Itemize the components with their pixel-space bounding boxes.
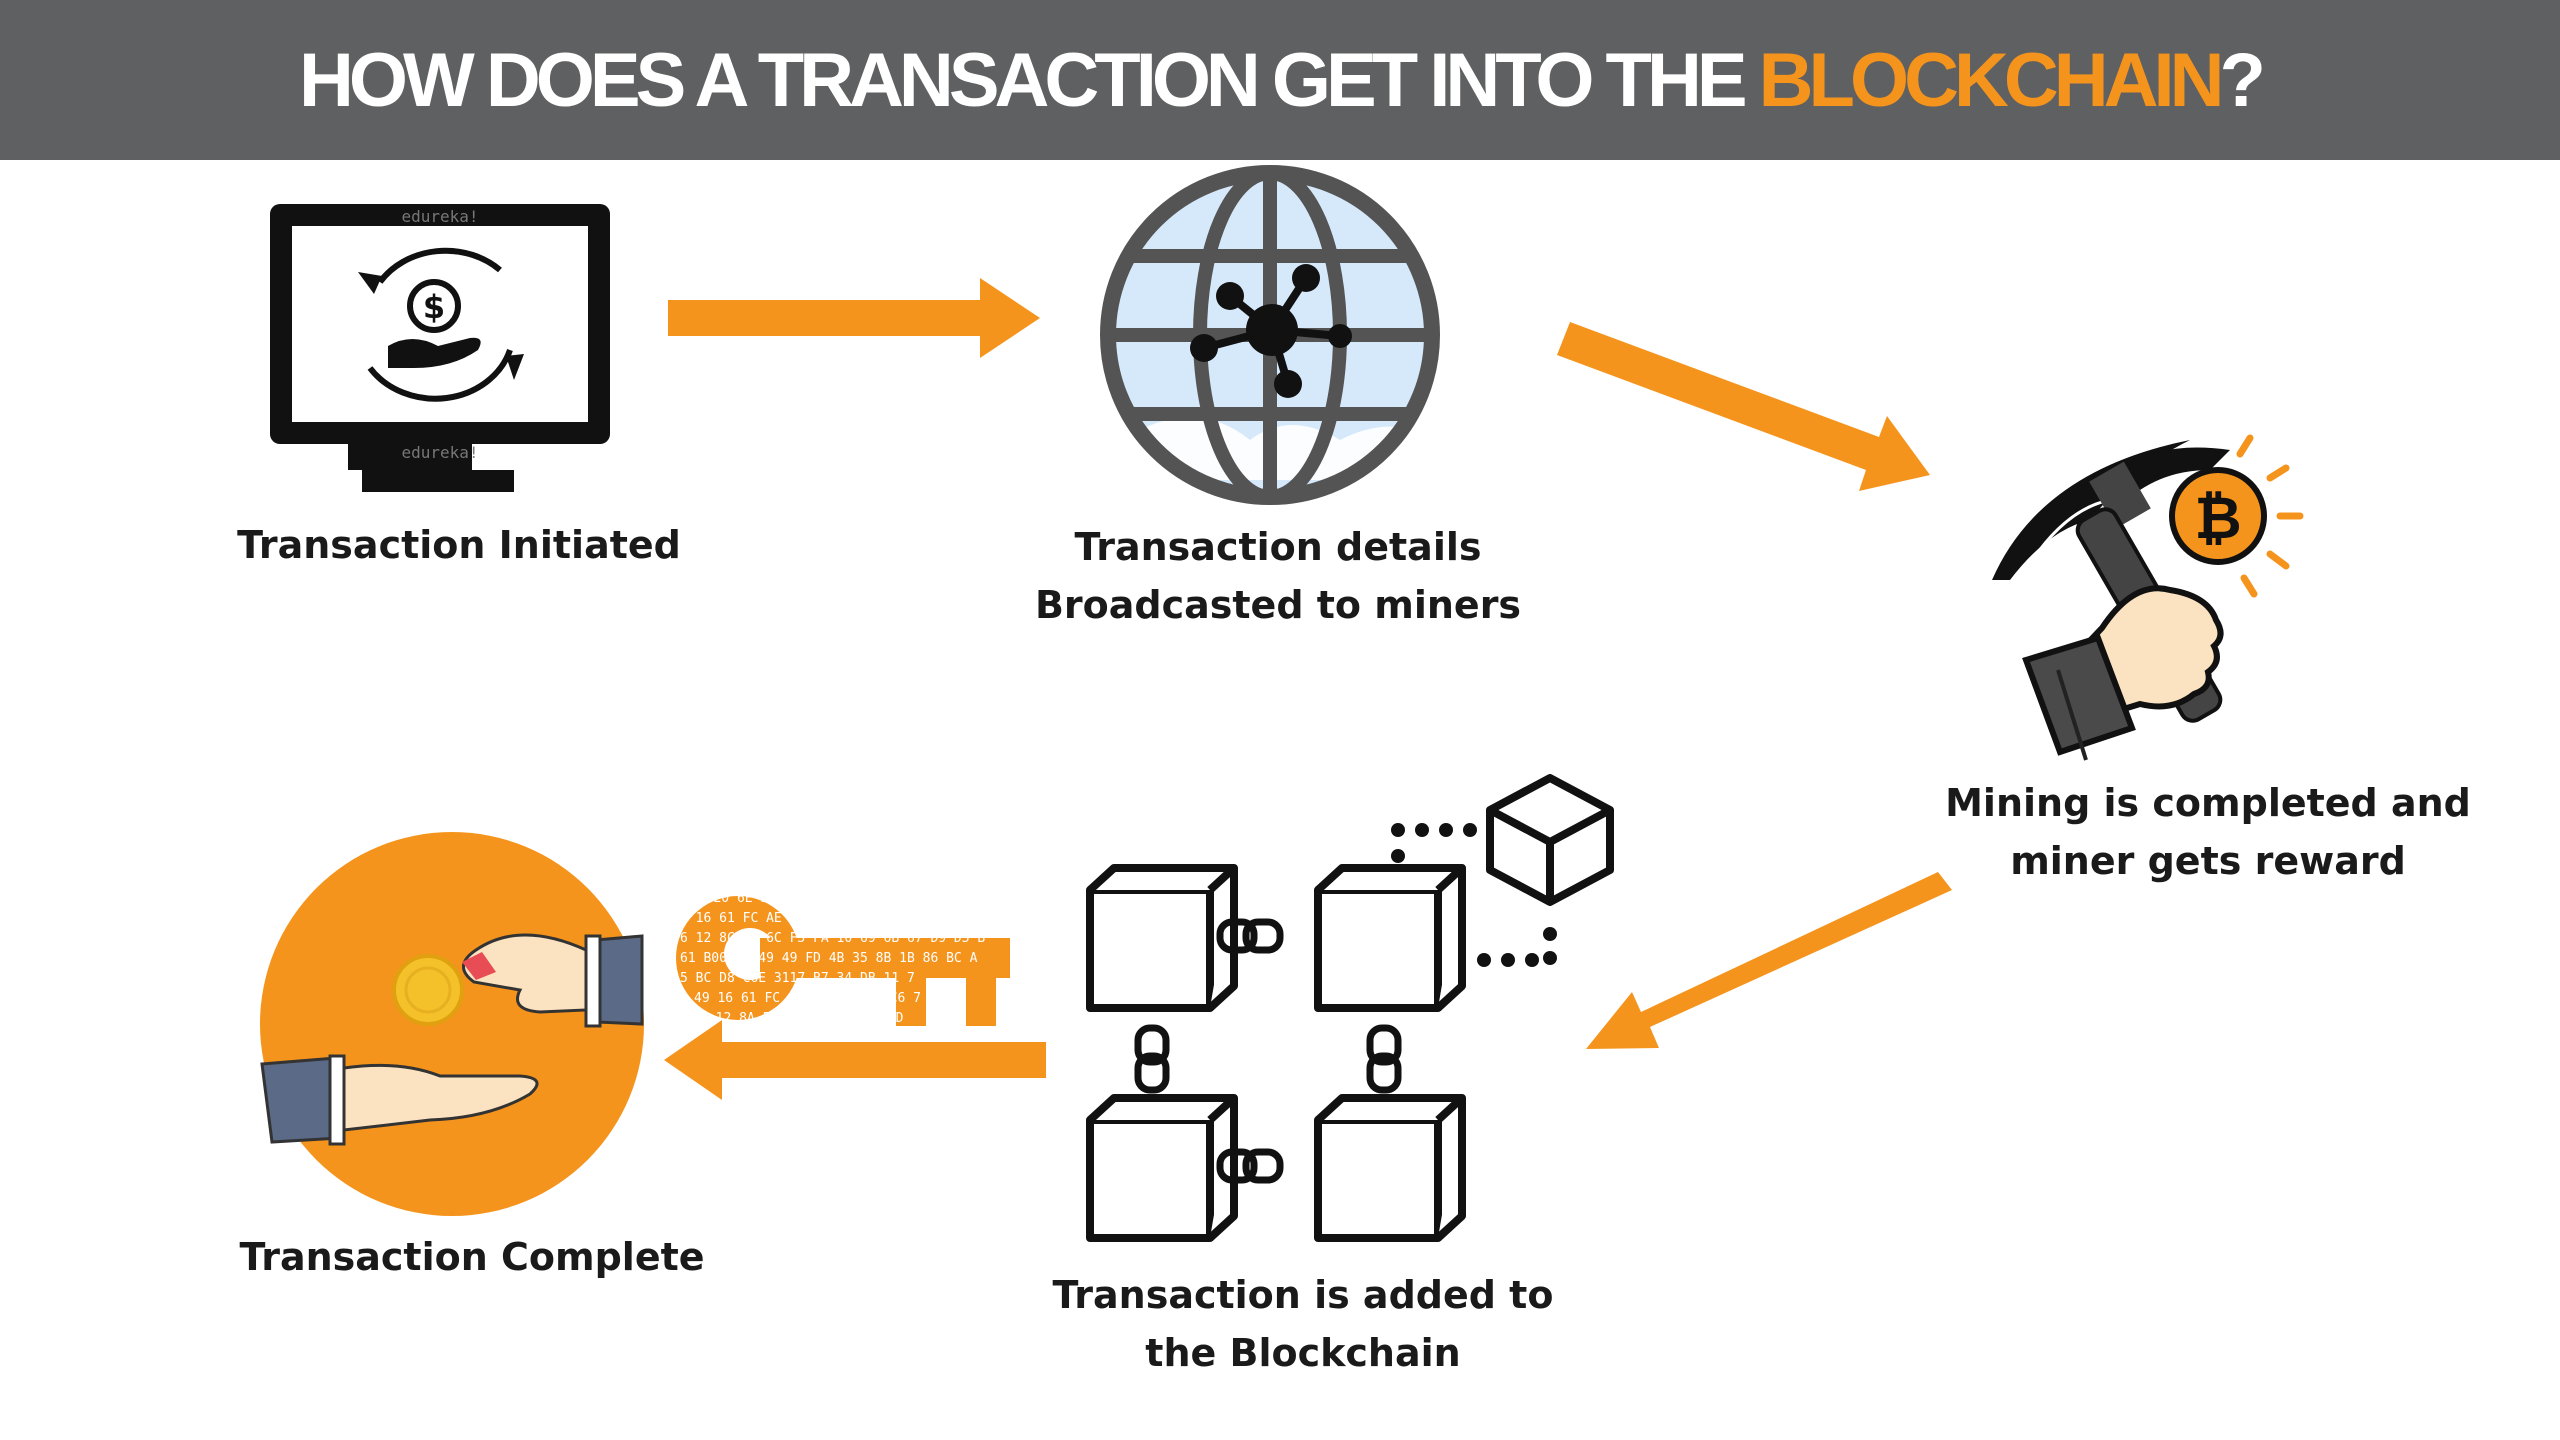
key-hex-row: 9 16 61 FC AE FA 7F xyxy=(680,911,829,926)
title-accent: BLOCKCHAIN xyxy=(1758,37,2225,123)
key-hex-row: 6 12 8A E7 B 10 69 67 D9 D xyxy=(700,1011,904,1026)
floating-block xyxy=(1486,774,1614,906)
coin-exchange-icon xyxy=(260,832,644,1216)
dollar-sign-text: $ xyxy=(423,288,445,326)
step-label-added-line1: Transaction is added to xyxy=(1053,1273,1554,1317)
title-prefix: HOW DOES A TRANSACTION GET INTO THE xyxy=(299,37,1759,123)
flow-arrow-4 xyxy=(664,1020,1046,1100)
chain-block xyxy=(1086,864,1238,1012)
flow-arrow-3 xyxy=(1586,872,1952,1049)
flow-arrow-1 xyxy=(668,278,1040,358)
bitcoin-symbol: ₿ xyxy=(2194,484,2241,552)
globe-network-icon xyxy=(1100,165,1440,505)
key-icon: 8 47 0 0B 20 6E 31 17 9 16 61 FC AE FA 7… xyxy=(676,871,1010,1026)
key-hex-row: 8 47 0 xyxy=(700,871,747,886)
key-hex-row: 49 16 61 FC AE F OC 05 4 C6 7 xyxy=(694,991,921,1006)
step-label-complete: Transaction Complete xyxy=(239,1235,704,1279)
step-label-initiated: Transaction Initiated xyxy=(237,523,681,567)
step-label-mining-line2: miner gets reward xyxy=(2010,839,2406,883)
key-hex-row: 5 BC D8 C6E 3117 B7 34 DB 11 7 xyxy=(680,971,915,986)
key-hex-row: 6 12 8C 0E 6C F5 FA 10 69 6B 67 D9 D5 B xyxy=(680,931,985,946)
monitor-payment-icon: edureka! edureka! $ xyxy=(270,204,610,492)
key-hex-row: 0B 20 6E 31 17 xyxy=(690,891,800,906)
blockchain-blocks-icon xyxy=(1086,774,1614,1242)
chain-dots xyxy=(1391,823,1557,967)
page-title: HOW DOES A TRANSACTION GET INTO THE BLOC… xyxy=(299,37,2266,124)
step-label-broadcast-line1: Transaction details xyxy=(1075,525,1482,569)
title-bar: HOW DOES A TRANSACTION GET INTO THE BLOC… xyxy=(0,0,2560,160)
chain-block xyxy=(1086,1094,1238,1242)
monitor-watermark-top: edureka! xyxy=(401,207,478,226)
step-label-mining-line1: Mining is completed and xyxy=(1945,781,2471,825)
key-hex-row: 61 B00 E1 49 49 FD 4B 35 8B 1B 86 BC A xyxy=(680,951,978,966)
flow-arrow-2 xyxy=(1557,322,1930,491)
step-label-added-line2: the Blockchain xyxy=(1145,1331,1460,1375)
pickaxe-bitcoin-icon: ₿ xyxy=(1992,434,2304,761)
title-suffix: ? xyxy=(2219,37,2266,123)
step-label-broadcast-line2: Broadcasted to miners xyxy=(1035,583,1521,627)
monitor-watermark-bottom: edureka! xyxy=(401,443,478,462)
chain-block xyxy=(1314,1094,1466,1242)
chain-block xyxy=(1314,864,1466,1012)
